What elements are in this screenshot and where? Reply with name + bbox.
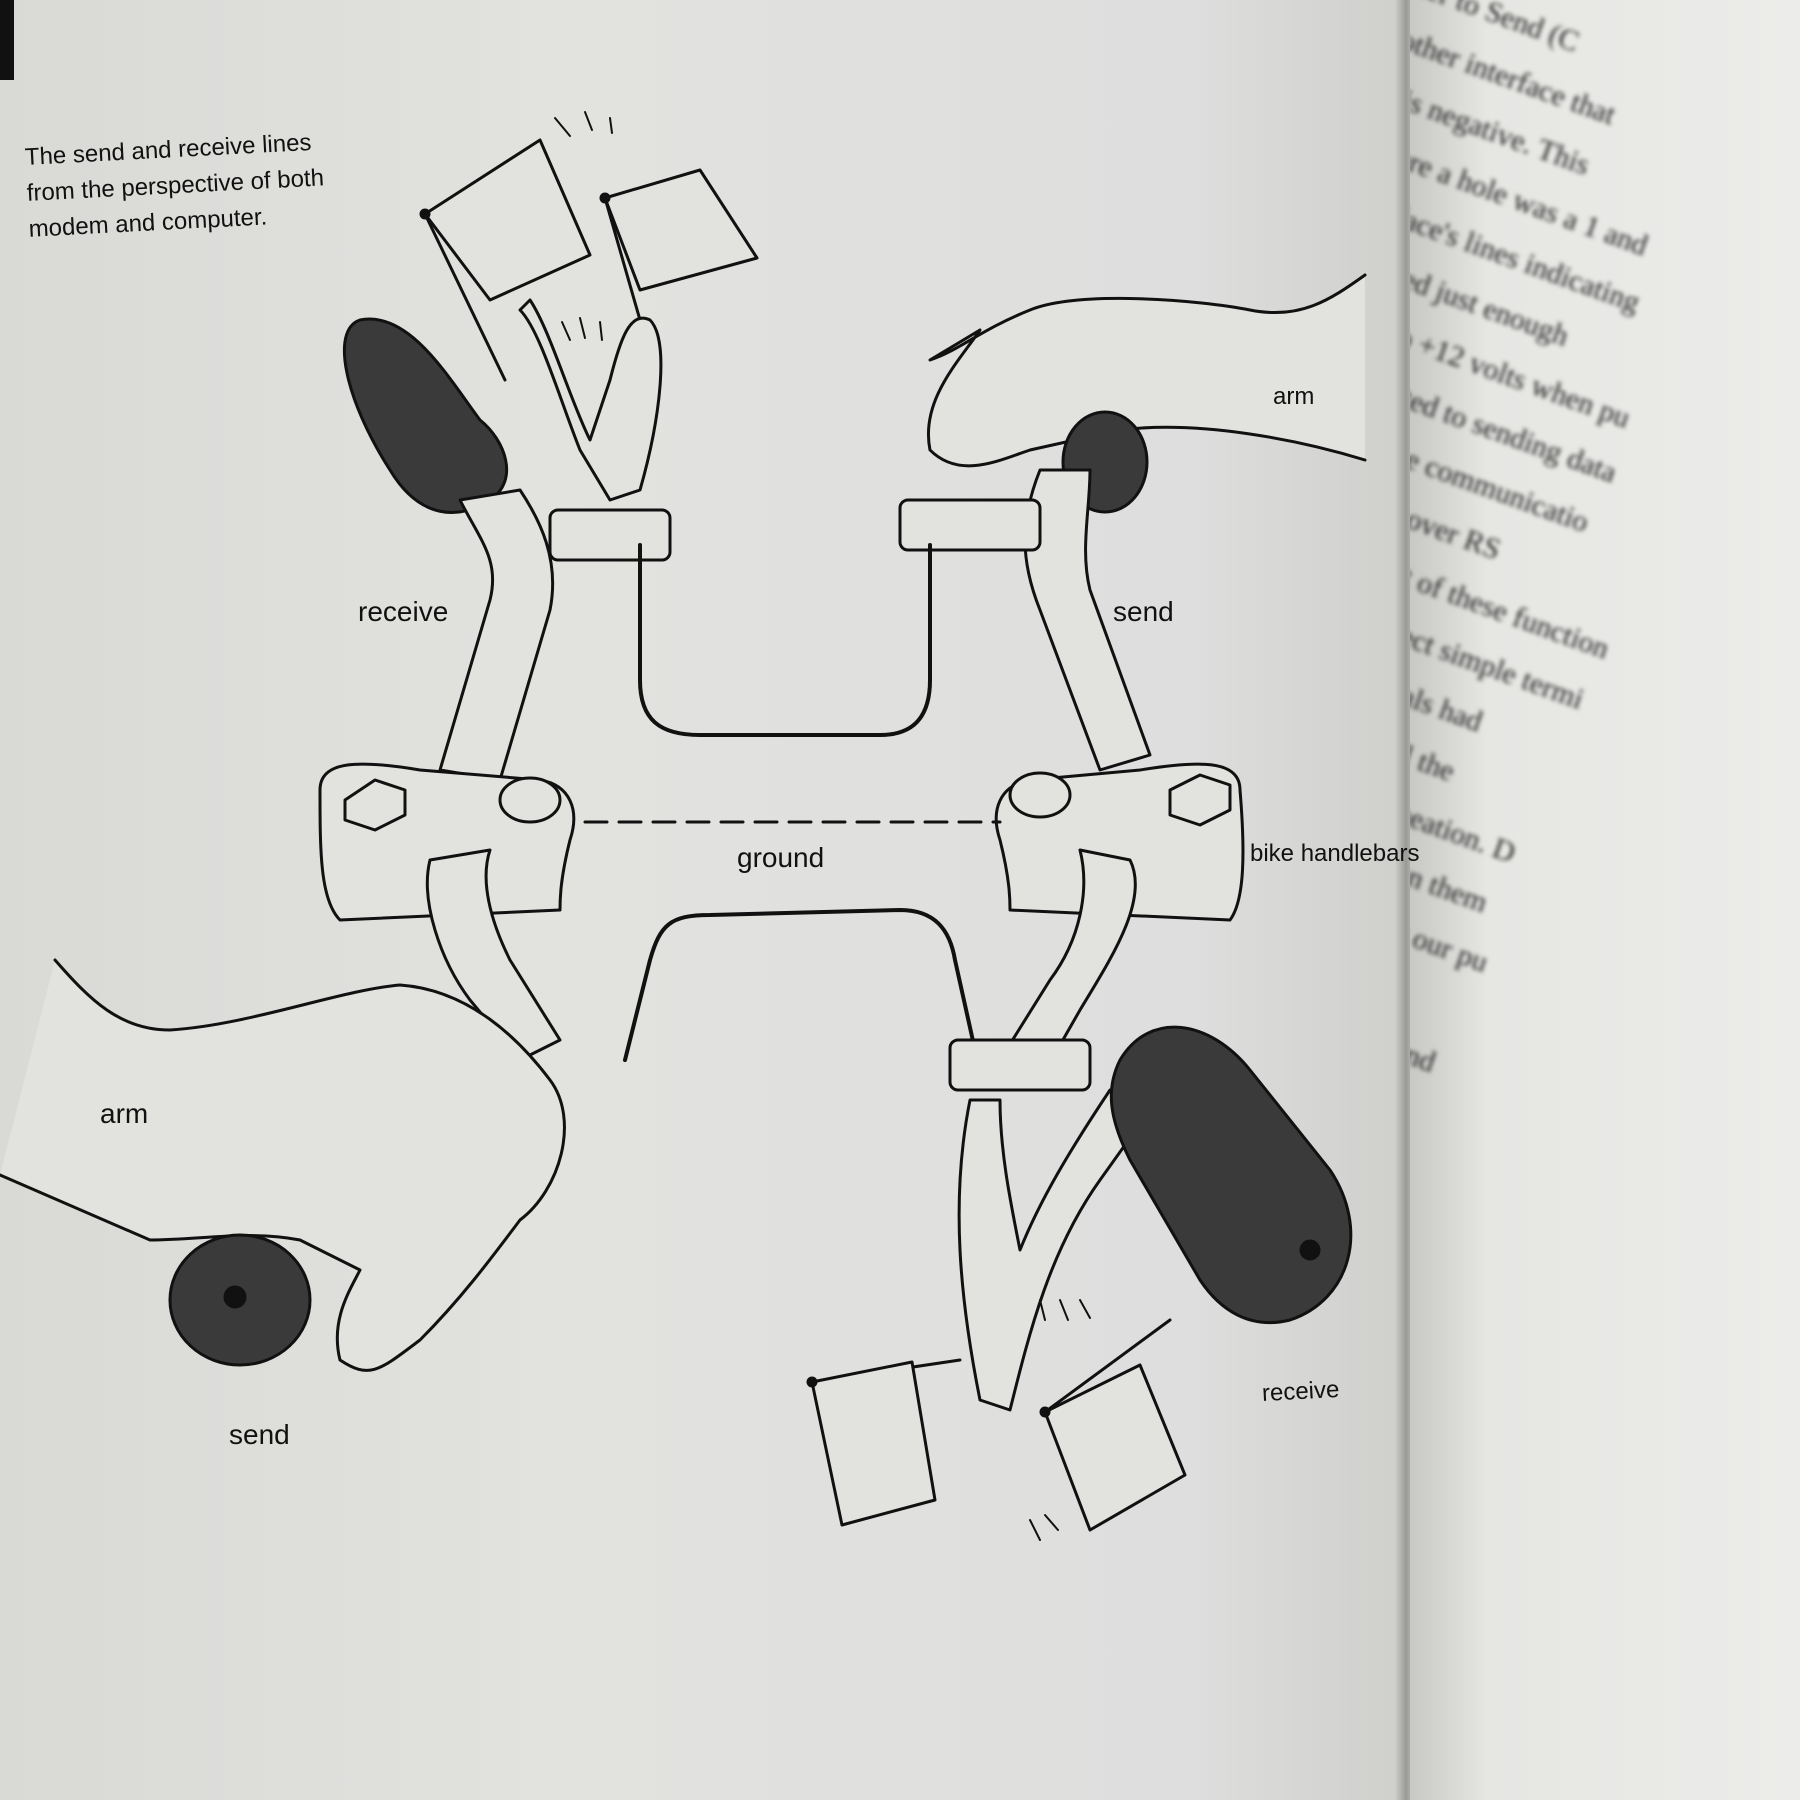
motion-lines [554,111,613,341]
handlebar-arm-top-left [438,488,555,782]
flag-bottom-right [1039,1318,1187,1532]
motion-lines [1029,1299,1091,1541]
handlebar-illustration [0,111,1367,1541]
clamp-bottom-right [948,1038,1092,1092]
clamp-top-right [898,498,1042,552]
label-receive-bottom: receive [1261,1375,1341,1408]
label-send-top: send [1113,596,1174,627]
grip-end-cap [1299,1239,1321,1261]
flag-top-right [599,168,759,322]
stem-clamp-left [318,762,576,922]
brake-lever-top-left [518,298,663,502]
grip-bottom-right [1109,1025,1353,1325]
clamp-top-left [548,508,672,562]
cable-bottom [623,908,977,1062]
hand-top-right [927,273,1367,468]
label-send-bottom: send [229,1419,290,1450]
page-edge-tab [0,0,14,80]
label-arm-bottom: arm [100,1098,149,1129]
label-ground: ground [737,842,825,873]
label-bike-handlebars: bike handlebars [1250,840,1420,867]
hand-bottom-left [0,958,566,1372]
label-arm-top: arm [1273,383,1315,410]
grip-end-cap [223,1285,247,1309]
stem-clamp-right [994,762,1245,922]
cable-top [638,543,932,737]
grip-top-left [342,317,509,514]
flag-top-left [419,138,592,382]
label-receive-top: receive [358,596,449,627]
flag-bottom-left [806,1358,962,1527]
brake-lever-bottom-right [957,1088,1152,1412]
